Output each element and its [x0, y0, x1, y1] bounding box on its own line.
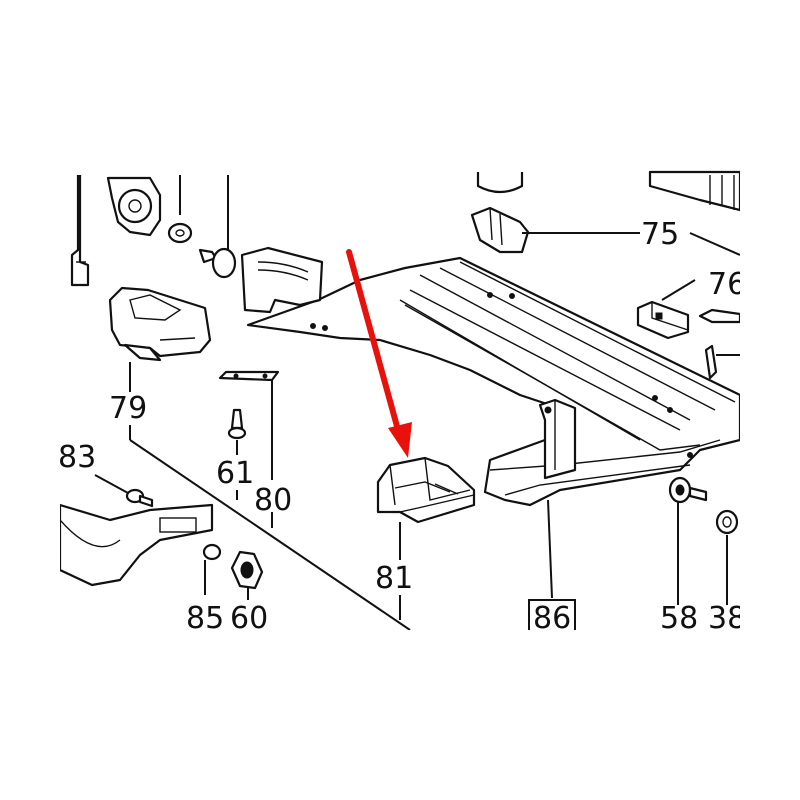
block-part-76 [636, 279, 740, 380]
clip-part-75 [470, 206, 740, 256]
rail-lower-left-part [60, 503, 214, 587]
bolt-part-58 [668, 476, 708, 605]
label-60: 60 [230, 601, 268, 636]
label-75: 75 [641, 217, 679, 252]
top-left-bracket-part [70, 175, 90, 287]
top-center-part [476, 172, 524, 194]
label-76: 76 [708, 267, 746, 302]
label-85: 85 [186, 601, 224, 636]
label-83: 83 [58, 440, 96, 475]
label-38: 38 [708, 601, 746, 636]
label-81: 81 [375, 561, 413, 596]
plate-part-80 [218, 370, 280, 528]
pulley-wheel-part [106, 175, 193, 244]
washer-part-38 [715, 509, 739, 605]
nut-part-60 [230, 550, 264, 600]
leader-part-86 [528, 499, 576, 630]
red-arrow-indicator [346, 249, 412, 458]
knob-screw-part [198, 175, 237, 279]
screw-part-83 [94, 474, 154, 508]
screw-part-61 [227, 408, 247, 500]
slider-block-part-81 [376, 456, 476, 620]
label-58: 58 [660, 601, 698, 636]
label-80: 80 [254, 483, 292, 518]
bracket-part-79 [108, 286, 411, 630]
base-plate-part-86 [240, 246, 740, 507]
label-86: 86 [533, 601, 571, 636]
label-79: 79 [109, 391, 147, 426]
top-right-gear-part [648, 170, 740, 212]
washer-part-85 [202, 543, 222, 595]
label-61: 61 [216, 456, 254, 491]
